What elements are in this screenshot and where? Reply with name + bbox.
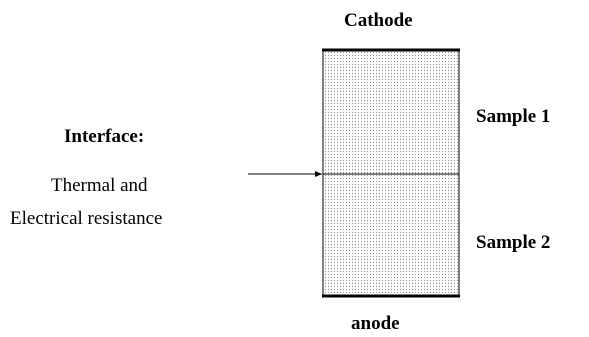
interface-description-line2: Electrical resistance xyxy=(10,208,163,229)
sample-2-label: Sample 2 xyxy=(476,232,551,253)
sample-2-block xyxy=(322,173,460,297)
sample-1-block xyxy=(322,50,460,175)
interface-title: Interface: xyxy=(64,126,145,147)
anode-label: anode xyxy=(351,313,400,334)
interface-description-line1: Thermal and xyxy=(51,175,148,196)
cathode-label: Cathode xyxy=(344,10,413,31)
sample-1-label: Sample 1 xyxy=(476,106,551,127)
